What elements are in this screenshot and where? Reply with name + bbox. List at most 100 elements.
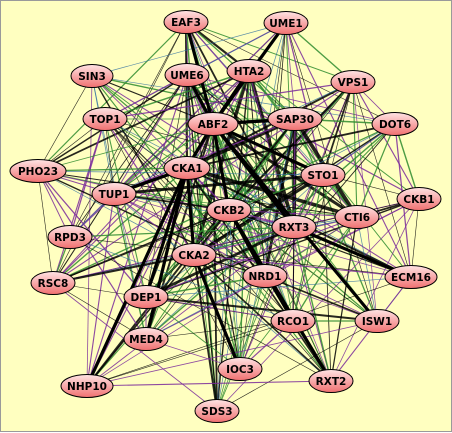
edge-rpd3-ecm16 — [69, 236, 412, 278]
node-label: ABF2 — [198, 119, 229, 131]
node-top1[interactable]: TOP1 — [82, 107, 128, 131]
node-label: UME1 — [269, 18, 302, 30]
edge-ckb2-sds3 — [216, 209, 230, 412]
node-cka2[interactable]: CKA2 — [171, 243, 217, 267]
edge-cka1-dep1 — [144, 167, 189, 298]
edge-abf2-pho23 — [37, 123, 214, 172]
edge-abf2-sds3 — [212, 123, 218, 412]
node-ellipse — [47, 225, 93, 249]
node-ume1[interactable]: UME1 — [263, 11, 309, 35]
node-ecm16[interactable]: ECM16 — [384, 265, 438, 289]
edge-vps1-ecm16 — [352, 81, 412, 278]
node-rxt2[interactable]: RXT2 — [308, 369, 354, 393]
edge-rxt3-sds3 — [216, 226, 295, 412]
node-ellipse — [123, 285, 169, 309]
node-label: RXT2 — [316, 376, 347, 388]
node-label: ECM16 — [391, 272, 431, 284]
edge-nrd1-ioc3 — [239, 275, 266, 370]
node-nhp10[interactable]: NHP10 — [60, 374, 114, 398]
node-sds3[interactable]: SDS3 — [194, 399, 240, 423]
node-label: ISW1 — [362, 316, 392, 328]
node-ckb1[interactable]: CKB1 — [396, 187, 442, 211]
edge-hta2-top1 — [104, 70, 250, 120]
node-ellipse — [82, 107, 128, 131]
edge-sap30-ioc3 — [239, 118, 296, 370]
edge-ckb2-ioc3 — [228, 209, 241, 370]
edge-ckb1-rxt2 — [330, 198, 420, 382]
edge-ume6-nrd1 — [186, 74, 266, 277]
node-label: EAF3 — [171, 17, 201, 29]
node-label: CTI6 — [344, 212, 370, 224]
node-abf2[interactable]: ABF2 — [187, 112, 239, 136]
edge-rsc8-med4 — [52, 282, 147, 340]
edge-abf2-cka2 — [193, 123, 214, 256]
edge-pho23-med4 — [37, 170, 147, 340]
node-ellipse — [163, 10, 209, 34]
node-ellipse — [263, 11, 309, 35]
node-rsc8[interactable]: RSC8 — [30, 271, 76, 295]
node-ckb2[interactable]: CKB2 — [206, 198, 252, 222]
node-pho23[interactable]: PHO23 — [9, 159, 67, 183]
edge-nhp10-rxt2 — [86, 380, 332, 387]
node-tup1[interactable]: TUP1 — [91, 182, 137, 206]
node-isw1[interactable]: ISW1 — [354, 309, 400, 333]
node-ellipse — [206, 198, 252, 222]
node-sto1[interactable]: STO1 — [300, 163, 346, 187]
node-dep1[interactable]: DEP1 — [123, 285, 169, 309]
node-ellipse — [354, 309, 400, 333]
node-label: IOC3 — [226, 364, 254, 376]
node-med4[interactable]: MED4 — [123, 327, 169, 351]
edge-rco1-med4 — [145, 320, 294, 340]
edge-hta2-pho23 — [37, 70, 250, 172]
node-sap30[interactable]: SAP30 — [267, 107, 323, 131]
node-cka1[interactable]: CKA1 — [163, 156, 211, 180]
edge-eaf3-cka1 — [184, 21, 189, 169]
node-rco1[interactable]: RCO1 — [270, 309, 316, 333]
edge-sin3-pho23 — [37, 75, 93, 172]
edge-cti6-isw1 — [356, 216, 378, 322]
edge-sin3-ecm16 — [91, 75, 412, 278]
node-cti6[interactable]: CTI6 — [334, 205, 380, 229]
edge-ume1-sap30 — [285, 22, 296, 120]
node-label: SAP30 — [276, 114, 314, 126]
node-ellipse — [330, 70, 376, 94]
node-rxt3[interactable]: RXT3 — [271, 215, 317, 239]
edge-hta2-ckb1 — [248, 70, 420, 200]
edge-hta2-rpd3 — [69, 70, 250, 238]
node-nrd1[interactable]: NRD1 — [242, 264, 288, 288]
node-label: NRD1 — [249, 271, 282, 283]
edge-ume1-ecm16 — [285, 22, 412, 278]
node-sin3[interactable]: SIN3 — [70, 64, 114, 88]
edge-dot6-cka1 — [186, 123, 396, 169]
edge-isw1-sds3 — [216, 320, 378, 412]
edge-abf2-ckb2 — [211, 123, 231, 211]
edge-eaf3-vps1 — [185, 21, 354, 83]
edge-vps1-ckb1 — [352, 81, 420, 200]
node-eaf3[interactable]: EAF3 — [163, 10, 209, 34]
edge-rco1-nhp10 — [86, 320, 294, 387]
node-label: HTA2 — [234, 66, 265, 78]
node-label: RSC8 — [38, 278, 69, 290]
node-dot6[interactable]: DOT6 — [371, 112, 419, 136]
edge-pho23-dep1 — [37, 170, 147, 298]
edge-sto1-med4 — [145, 174, 324, 340]
edge-nrd1-isw1 — [264, 275, 378, 322]
node-hta2[interactable]: HTA2 — [226, 59, 272, 83]
node-label: DEP1 — [131, 292, 162, 304]
edge-dot6-nrd1 — [264, 123, 396, 277]
node-ioc3[interactable]: IOC3 — [217, 357, 263, 381]
node-vps1[interactable]: VPS1 — [330, 70, 376, 94]
node-label: VPS1 — [338, 77, 369, 89]
node-label: UME6 — [170, 70, 203, 82]
node-ume6[interactable]: UME6 — [164, 63, 210, 87]
edge-dot6-dep1 — [145, 123, 396, 298]
edge-ume6-nhp10 — [86, 74, 188, 387]
edge-rxt3-rpd3 — [69, 226, 295, 238]
edge-ckb2-rxt2 — [227, 209, 333, 382]
node-rpd3[interactable]: RPD3 — [47, 225, 93, 249]
node-label: CKA2 — [178, 250, 209, 262]
node-ellipse — [334, 205, 380, 229]
edge-dot6-med4 — [145, 123, 396, 340]
